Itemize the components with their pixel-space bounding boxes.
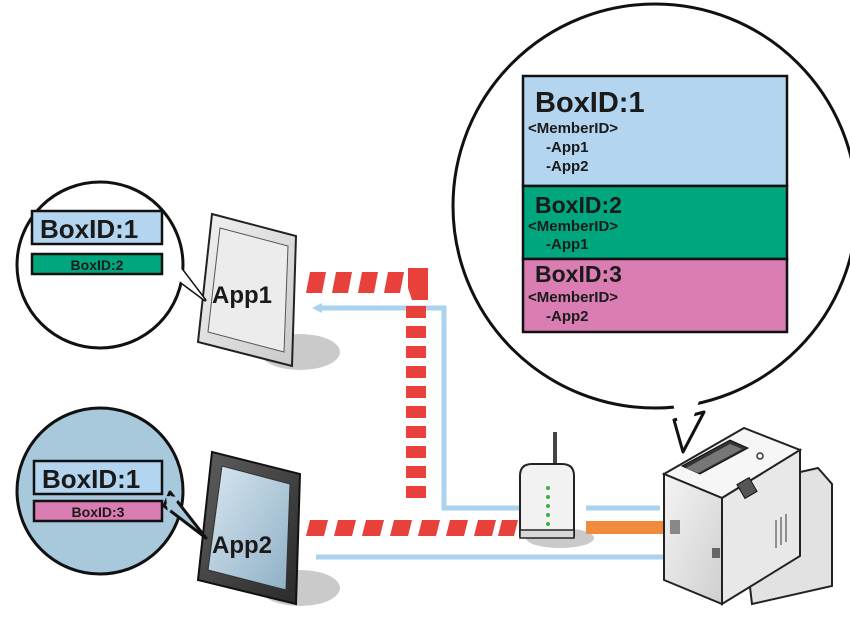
printer-icon xyxy=(661,426,833,606)
red-signal-lines xyxy=(306,268,518,536)
app2-bubble-box2 xyxy=(32,499,164,523)
printer-box1-title: BoxID:1 xyxy=(535,87,645,119)
blue-signal-lines xyxy=(312,303,684,562)
printer-box3-member-1: -App2 xyxy=(546,308,589,325)
app2-bubble-box2-label: BoxID:3 xyxy=(72,504,125,520)
printer-box2-member-header: <MemberID> xyxy=(528,218,618,235)
app1-label: App1 xyxy=(212,282,272,309)
app1-bubble-box1 xyxy=(30,209,164,246)
router-icon xyxy=(519,432,575,539)
printer-box2: BoxID:2 <MemberID> -App1 xyxy=(521,184,789,261)
wired-link xyxy=(586,521,674,534)
printer-box1: BoxID:1 <MemberID> -App1 -App2 xyxy=(521,74,789,188)
printer-box3: BoxID:3 <MemberID> -App2 xyxy=(521,257,789,334)
tablet1-icon xyxy=(196,212,298,368)
app2-bubble-box1-label: BoxID:1 xyxy=(42,464,140,494)
printer-box1-member-2: -App2 xyxy=(546,158,589,175)
app2-bubble: BoxID:1 BoxID:3 xyxy=(15,406,208,576)
printer-box2-member-1: -App1 xyxy=(546,236,589,253)
printer-box1-member-header: <MemberID> xyxy=(528,120,618,137)
app1-bubble-box2-label: BoxID:2 xyxy=(71,257,124,273)
app2-label: App2 xyxy=(212,532,272,559)
app2-bubble-box1 xyxy=(32,459,164,496)
blue-line-to-app1 xyxy=(312,303,545,511)
app1-bubble: BoxID:1 BoxID:2 xyxy=(15,180,207,350)
printer-box1-member-1: -App1 xyxy=(546,139,589,156)
printer-box2-title: BoxID:2 xyxy=(535,192,622,218)
app1-bubble-box1-label: BoxID:1 xyxy=(40,214,138,244)
tablet2-icon xyxy=(196,450,302,606)
app1-bubble-box2 xyxy=(30,252,164,276)
printer-box3-title: BoxID:3 xyxy=(535,261,622,287)
printer-box3-member-header: <MemberID> xyxy=(528,289,618,306)
